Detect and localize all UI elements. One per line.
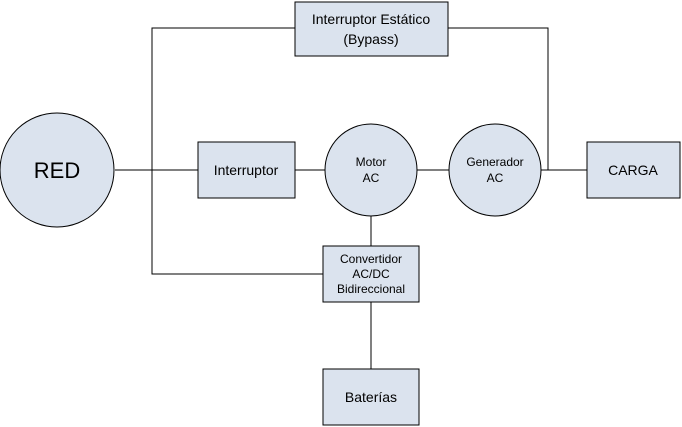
carga-label: CARGA [608,162,658,178]
node-bypass: Interruptor Estático (Bypass) [294,1,449,57]
generador-label-line2: AC [487,171,504,185]
node-generador: Generador AC [448,123,542,217]
motor-label-line1: Motor [356,155,387,169]
node-interruptor: Interruptor [197,141,296,199]
convertidor-label-line1: Convertidor [340,252,402,266]
convertidor-label-line2: AC/DC [352,267,390,281]
wire-bypass-right [448,27,549,170]
motor-label-line2: AC [363,171,380,185]
node-motor: Motor AC [324,123,418,217]
node-convertidor: Convertidor AC/DC Bidireccional [322,245,420,303]
bypass-label-line2: (Bypass) [343,31,398,47]
convertidor-label-line3: Bidireccional [337,282,405,296]
baterias-label: Baterías [345,389,397,405]
node-carga: CARGA [586,141,681,199]
generador-label-line1: Generador [466,155,523,169]
red-label: RED [34,158,80,183]
node-red: RED [0,112,115,228]
node-baterias: Baterías [322,368,420,426]
connection-lines [115,27,587,369]
interruptor-label: Interruptor [214,162,279,178]
wire-bypass-left [151,27,295,170]
bypass-label-line1: Interruptor Estático [312,11,430,27]
wire-convertidor-left [151,170,323,275]
